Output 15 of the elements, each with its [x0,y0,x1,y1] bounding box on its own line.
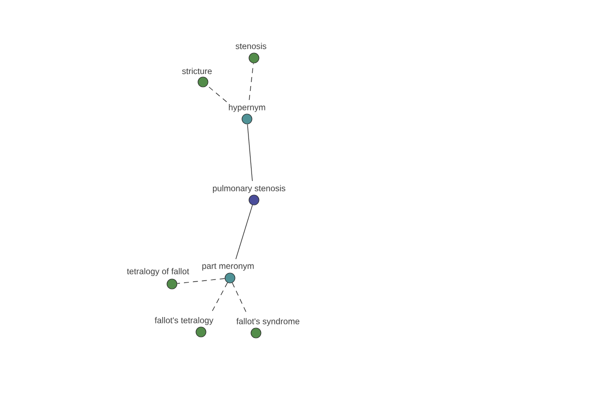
node-label: stricture [182,68,212,74]
connector-line [247,124,253,182]
connector-line [176,278,226,284]
node-label: stenosis [236,42,266,50]
connector-line [232,282,248,314]
connector-line [206,85,227,102]
node-label: fallot's tetralogy [154,317,214,325]
connector-line [248,62,254,100]
node-label: fallot's syndrome [236,318,300,326]
node-label: hypernym [228,104,266,112]
node-label: part meronym [202,263,254,271]
node-label: tetralogy of fallot [126,268,190,276]
connector-line [210,282,228,314]
node-label: pulmonary stenosis [212,185,286,193]
connector-line [236,204,253,260]
